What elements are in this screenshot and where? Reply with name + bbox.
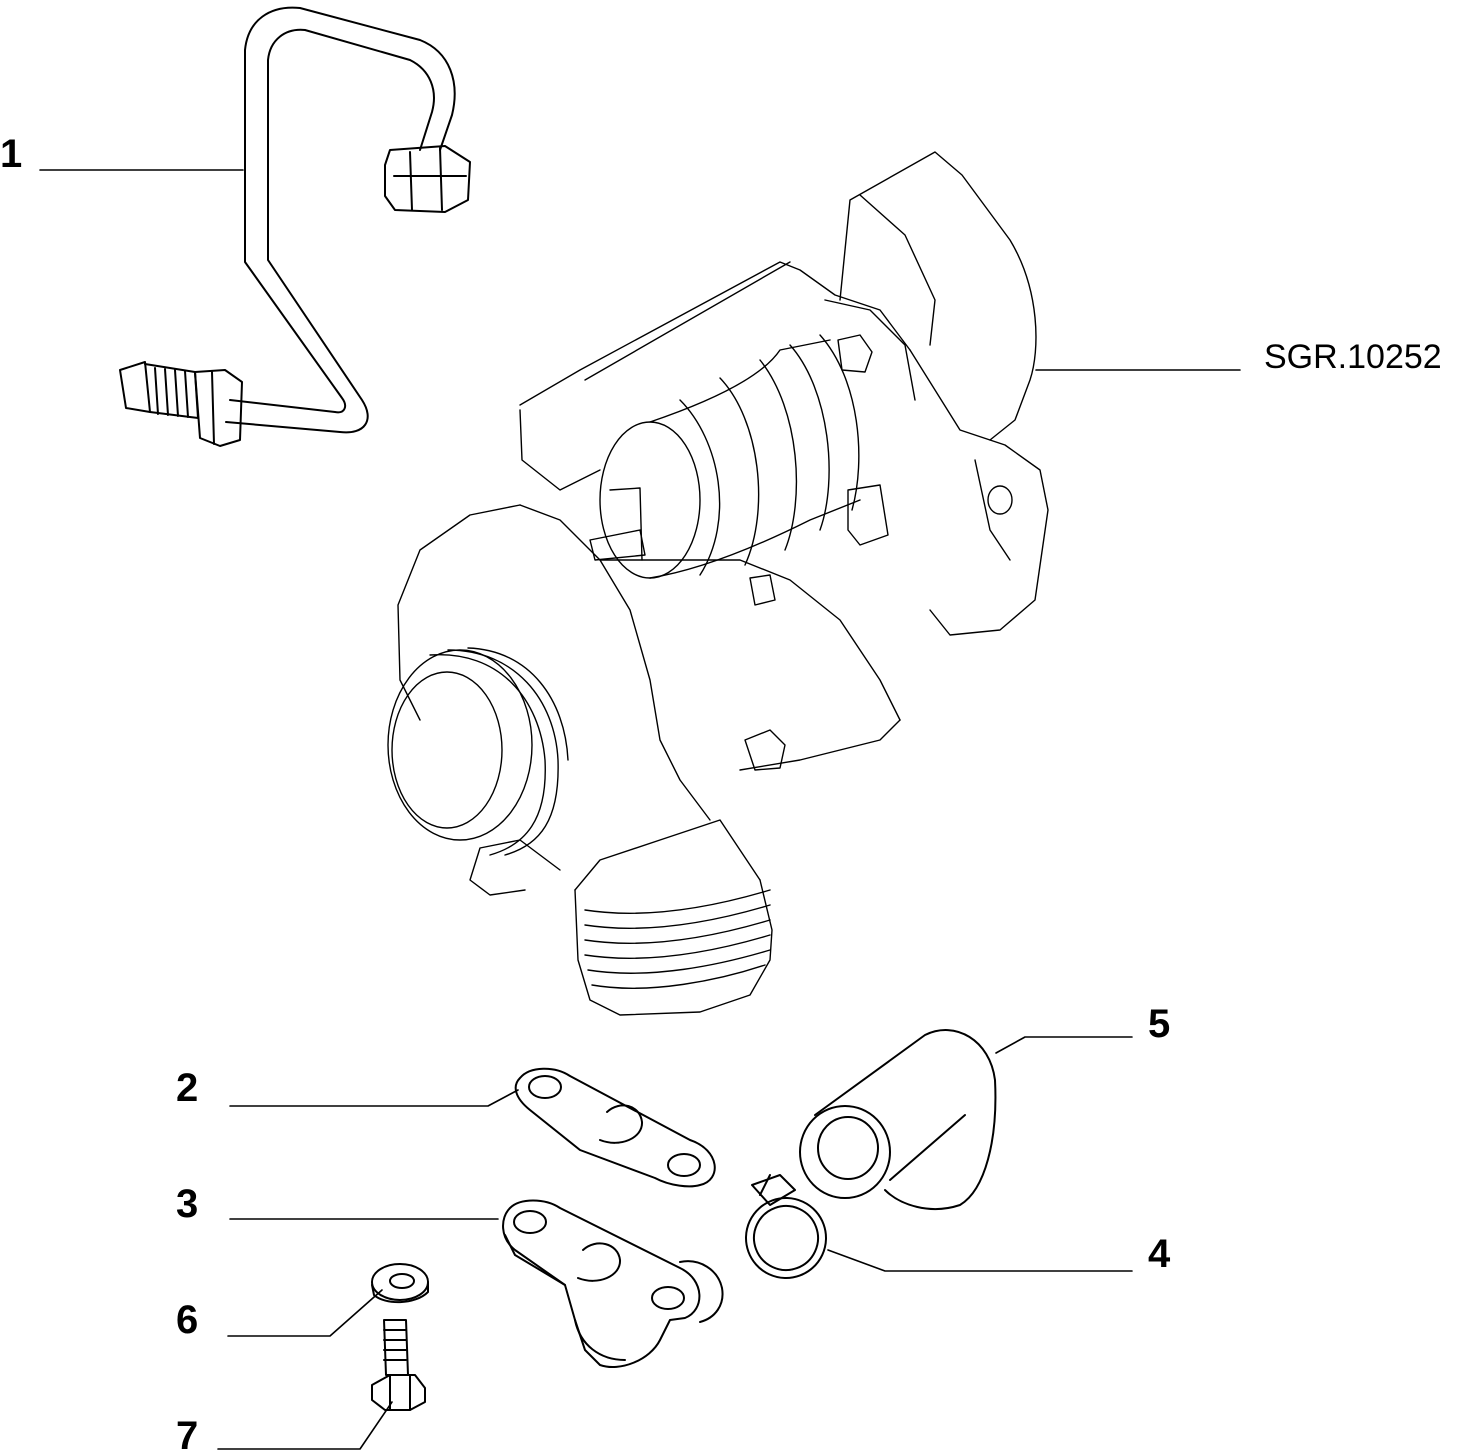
callout-7: 7: [176, 1414, 199, 1453]
part-1-pipe: [119, 6, 471, 447]
leader-line-2: [229, 1089, 519, 1107]
callout-5: 5: [1148, 1002, 1171, 1046]
turbocharger-assembly: [387, 151, 1049, 1016]
callout-3: 3: [176, 1182, 199, 1226]
leader-lines: [39, 169, 1241, 1450]
callout-2: 2: [176, 1066, 199, 1110]
part-2-gasket: [514, 1067, 716, 1188]
leader-line-5: [995, 1036, 1133, 1054]
part-7-bolt: [371, 1319, 426, 1411]
part-5-hose: [799, 1029, 997, 1211]
callout-6: 6: [176, 1298, 199, 1342]
callout-1: 1: [0, 132, 23, 176]
callout-4: 4: [1148, 1232, 1171, 1276]
leader-line-6: [227, 1289, 383, 1337]
reference-code: SGR.10252: [1264, 338, 1442, 376]
leader-line-4: [827, 1249, 1133, 1272]
part-3-flange: [502, 1199, 724, 1368]
part-6-washer: [371, 1263, 429, 1304]
part-4-clamp: [745, 1174, 827, 1279]
leader-line-7: [217, 1401, 393, 1450]
